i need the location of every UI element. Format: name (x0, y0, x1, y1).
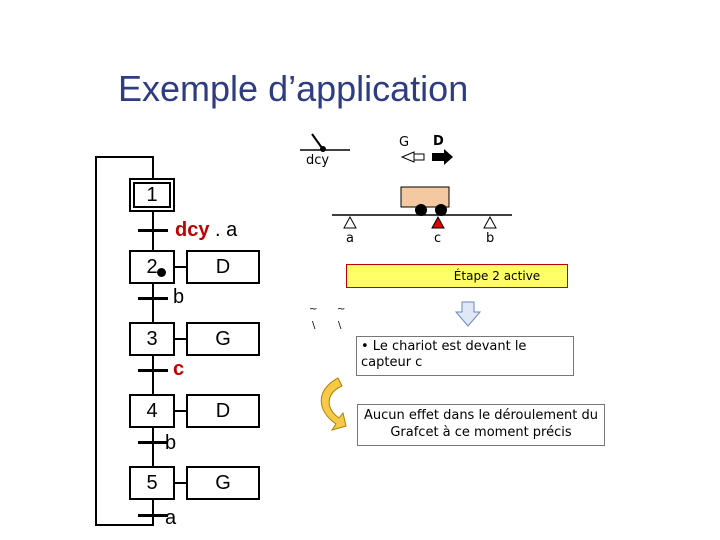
step-4: 4 (129, 394, 175, 428)
action-4: D (186, 394, 260, 428)
sensor-b-label: b (486, 231, 495, 246)
down-arrow-icon (454, 301, 482, 327)
note-box-2: Aucun effet dans le déroulement du Grafc… (357, 404, 605, 446)
sensor-b-icon (483, 215, 497, 229)
sensor-a-label: a (346, 231, 354, 246)
tick-mark: \ (338, 320, 342, 331)
condition-a: . a (209, 219, 238, 241)
condition-dcy: dcy (175, 219, 210, 241)
transition-1-condition: dcy . a (175, 219, 237, 242)
step-5: 5 (129, 466, 175, 500)
note-box-1: • Le chariot est devant le capteur c (356, 336, 574, 376)
action-5: G (186, 466, 260, 500)
dcy-label: dcy (306, 153, 330, 168)
sensor-a-icon (343, 215, 357, 229)
transition-5-condition: a (165, 507, 177, 529)
tick-mark: \ (312, 320, 316, 331)
transition-3-condition: c (173, 358, 185, 380)
transition-bar-3 (138, 369, 168, 372)
action-link-2 (175, 266, 187, 268)
action-link-4 (175, 410, 187, 412)
action-link-5 (175, 482, 187, 484)
action-4-label: D (215, 399, 231, 422)
transition-bar-2 (138, 297, 168, 300)
page-title: Exemple d’application (118, 68, 469, 109)
return-line-left (95, 156, 97, 526)
transition-bar-4 (138, 441, 168, 444)
step-4-number: 4 (146, 399, 158, 422)
tilde-mark: ~ (309, 304, 317, 315)
step-5-number: 5 (146, 471, 158, 494)
step-2: 2 (129, 250, 175, 284)
transition-bar-1 (138, 229, 168, 232)
action-3-label: G (215, 327, 231, 350)
cart-wheel (435, 204, 447, 216)
link (152, 282, 154, 322)
return-line-top (95, 156, 153, 158)
action-link-3 (175, 338, 187, 340)
G-label: G (399, 135, 410, 150)
action-5-label: G (215, 471, 231, 494)
curved-arrow-icon (320, 377, 347, 431)
link (152, 156, 154, 180)
transition-4-condition: b (165, 432, 177, 454)
step-1: 1 (129, 178, 175, 212)
cart-wheel (415, 204, 427, 216)
action-2-label: D (215, 255, 231, 278)
link (152, 354, 154, 394)
action-2: D (186, 250, 260, 284)
link (152, 498, 154, 526)
sensor-c-icon (431, 215, 445, 229)
arrow-left-icon (400, 151, 425, 163)
transition-bar-5 (138, 514, 168, 517)
dcy-switch-icon (300, 133, 350, 152)
transition-2-condition: b (173, 286, 185, 308)
step-3: 3 (129, 322, 175, 356)
step-2-number: 2 (146, 255, 158, 278)
cart-body (400, 186, 450, 208)
status-text: Étape 2 active (453, 269, 541, 283)
arrow-right-icon (432, 149, 453, 165)
action-3: G (186, 322, 260, 356)
step-1-number: 1 (146, 183, 158, 206)
active-token (157, 268, 166, 277)
step-3-number: 3 (146, 327, 158, 350)
tilde-mark: ~ (337, 304, 345, 315)
link (152, 426, 154, 466)
return-line-bottom (95, 524, 153, 526)
sensor-c-label: c (434, 231, 442, 246)
status-banner: Étape 2 active (346, 264, 568, 288)
D-label: D (433, 134, 444, 149)
